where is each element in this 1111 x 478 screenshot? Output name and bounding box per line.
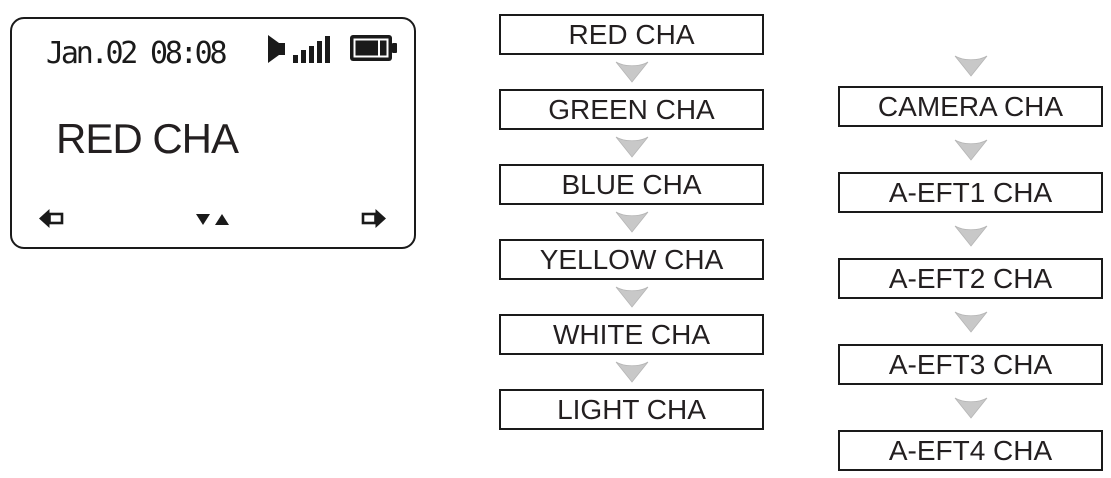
- flow-box-white-cha: WHITE CHA: [499, 314, 764, 355]
- arrow-left-icon: [39, 209, 64, 228]
- flow-box-red-cha: RED CHA: [499, 14, 764, 55]
- volume-with-signal-bars-icon: [268, 35, 330, 63]
- flow-down-arrow-icon: [615, 286, 648, 308]
- flow-box-a-eft1-cha: A-EFT1 CHA: [838, 172, 1103, 213]
- flow-box-green-cha: GREEN CHA: [499, 89, 764, 130]
- battery-icon: [350, 35, 397, 61]
- flow-down-arrow-icon: [954, 311, 987, 333]
- flow-down-arrow-icon: [615, 361, 648, 383]
- device-lcd-screen: Jan.02 08:08 RED CHA: [10, 17, 416, 249]
- flow-box-yellow-cha: YELLOW CHA: [499, 239, 764, 280]
- flow-down-arrow-icon: [615, 211, 648, 233]
- current-channel-label: RED CHA: [56, 115, 239, 162]
- flow-box-a-eft2-cha: A-EFT2 CHA: [838, 258, 1103, 299]
- flow-box-blue-cha: BLUE CHA: [499, 164, 764, 205]
- flow-down-arrow-icon: [615, 61, 648, 83]
- status-bar: [268, 35, 397, 64]
- up-down-select-icon: [196, 214, 229, 225]
- flow-box-a-eft4-cha: A-EFT4 CHA: [838, 430, 1103, 471]
- flow-down-arrow-icon: [954, 225, 987, 247]
- flow-box-a-eft3-cha: A-EFT3 CHA: [838, 344, 1103, 385]
- flow-box-camera-cha: CAMERA CHA: [838, 86, 1103, 127]
- arrow-right-icon: [361, 209, 386, 228]
- lcd-nav-row: [12, 207, 414, 233]
- flow-down-arrow-icon: [954, 397, 987, 419]
- flow-down-arrow-icon: [954, 139, 987, 161]
- channel-flow-column-2: CAMERA CHA A-EFT1 CHA A-EFT2 CHA A-EFT3 …: [838, 55, 1103, 471]
- datetime-text: Jan.02 08:08: [46, 36, 228, 71]
- flow-box-light-cha: LIGHT CHA: [499, 389, 764, 430]
- flow-down-arrow-icon: [954, 55, 987, 77]
- flow-down-arrow-icon: [615, 136, 648, 158]
- channel-flow-column-1: RED CHA GREEN CHA BLUE CHA YELLOW CHA WH…: [499, 14, 764, 430]
